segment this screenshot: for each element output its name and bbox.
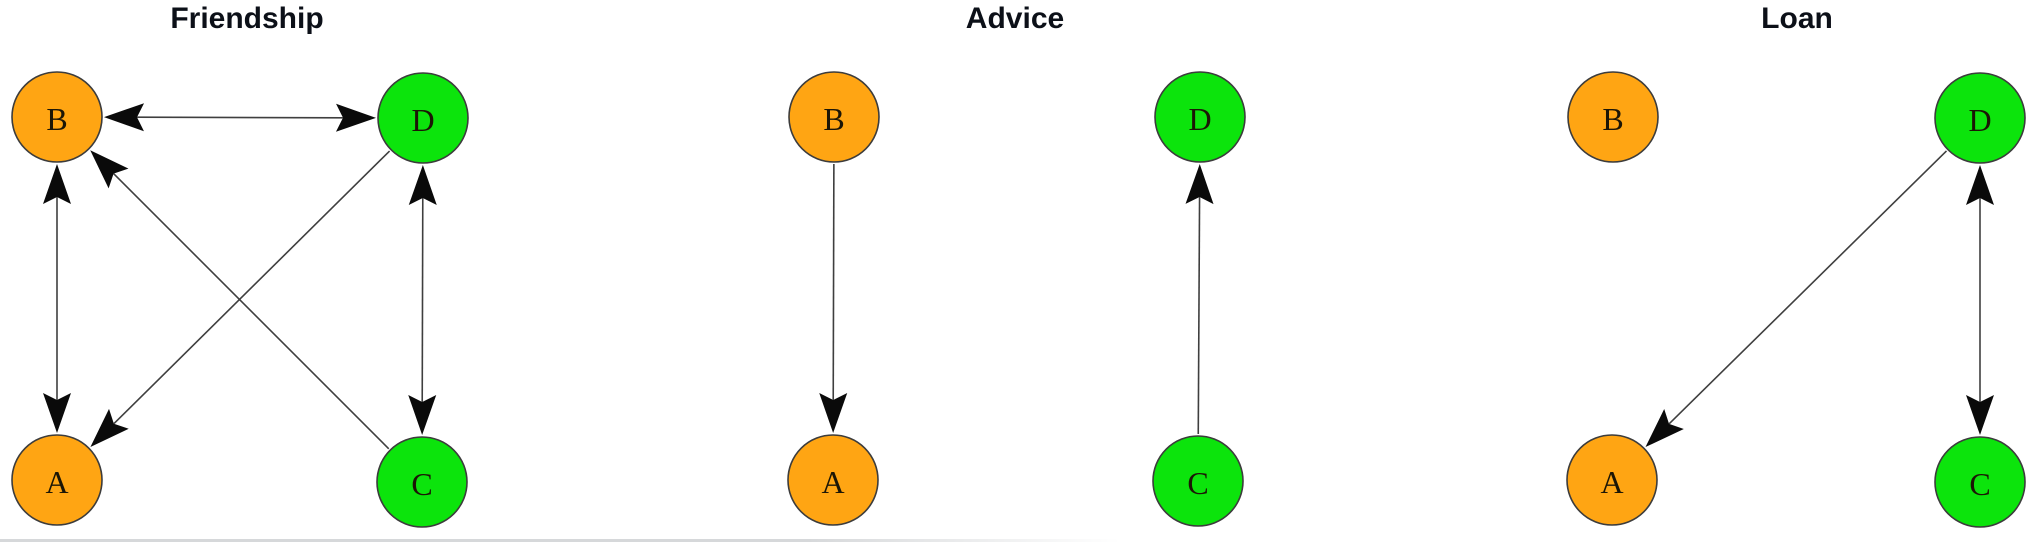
node-advice-B: B: [788, 71, 880, 163]
edge-line: [421, 197, 424, 403]
node-circle: [788, 71, 880, 163]
edge-line: [1197, 196, 1201, 435]
node-advice-A: A: [787, 434, 879, 526]
node-friendship-C: C: [376, 436, 468, 528]
arrowhead: [90, 150, 129, 189]
node-label: A: [821, 464, 844, 500]
arrowhead: [335, 103, 377, 132]
node-circle: [1934, 436, 2026, 528]
node-label: A: [45, 464, 68, 500]
node-friendship-B: B: [11, 71, 103, 163]
arrowhead: [103, 103, 145, 132]
edge-friendship-B-to-D-mutual: [103, 103, 377, 132]
node-friendship-A: A: [11, 434, 103, 526]
arrowhead: [43, 393, 71, 433]
arrowhead: [1966, 395, 1994, 435]
arrowhead: [43, 164, 71, 204]
edge-loan-C-to-D-mutual: [1966, 165, 1994, 435]
node-label: B: [823, 101, 844, 137]
node-label: B: [46, 101, 67, 137]
arrowhead: [819, 392, 848, 434]
node-label: D: [1188, 101, 1211, 137]
node-circle: [1154, 71, 1246, 163]
node-loan-A: A: [1566, 434, 1658, 526]
node-label: D: [411, 102, 434, 138]
node-loan-B: B: [1567, 71, 1659, 163]
edge-line: [136, 116, 344, 119]
node-circle: [377, 72, 469, 164]
edge-friendship-C-to-D-mutual: [408, 164, 437, 436]
node-advice-D: D: [1154, 71, 1246, 163]
edge-line: [113, 173, 390, 450]
node-circle: [1566, 434, 1658, 526]
edge-advice-B-to-A: [819, 163, 848, 434]
arrowhead: [1645, 409, 1684, 448]
edge-line: [1668, 150, 1948, 425]
panel-title-advice: Advice: [965, 2, 1065, 35]
arrowhead: [408, 164, 437, 206]
edge-friendship-A-to-B-mutual: [43, 164, 71, 433]
arrowhead: [1185, 163, 1214, 205]
panel-title-friendship: Friendship: [170, 2, 324, 35]
edge-advice-C-to-D: [1185, 163, 1214, 435]
node-circle: [11, 71, 103, 163]
node-label: C: [1969, 466, 1990, 502]
node-friendship-D: D: [377, 72, 469, 164]
node-circle: [1567, 71, 1659, 163]
edge-friendship-D-to-A: [90, 150, 391, 447]
arrowhead: [90, 408, 129, 447]
node-loan-D: D: [1934, 72, 2026, 164]
edge-line: [832, 163, 835, 401]
node-advice-C: C: [1152, 435, 1244, 527]
node-label: C: [411, 466, 432, 502]
node-label: D: [1968, 102, 1991, 138]
node-circle: [11, 434, 103, 526]
node-circle: [1934, 72, 2026, 164]
window-edge-artifact: [0, 539, 1120, 542]
arrowhead: [408, 394, 437, 436]
edge-line: [113, 150, 391, 425]
edge-friendship-C-to-B: [90, 150, 390, 450]
node-circle: [787, 434, 879, 526]
panel-title-loan: Loan: [1761, 2, 1833, 35]
node-circle: [376, 436, 468, 528]
node-label: B: [1602, 101, 1623, 137]
node-circle: [1152, 435, 1244, 527]
node-label: A: [1600, 464, 1623, 500]
node-loan-C: C: [1934, 436, 2026, 528]
node-label: C: [1187, 465, 1208, 501]
edge-loan-D-to-A: [1645, 150, 1948, 448]
arrowhead: [1966, 165, 1994, 205]
